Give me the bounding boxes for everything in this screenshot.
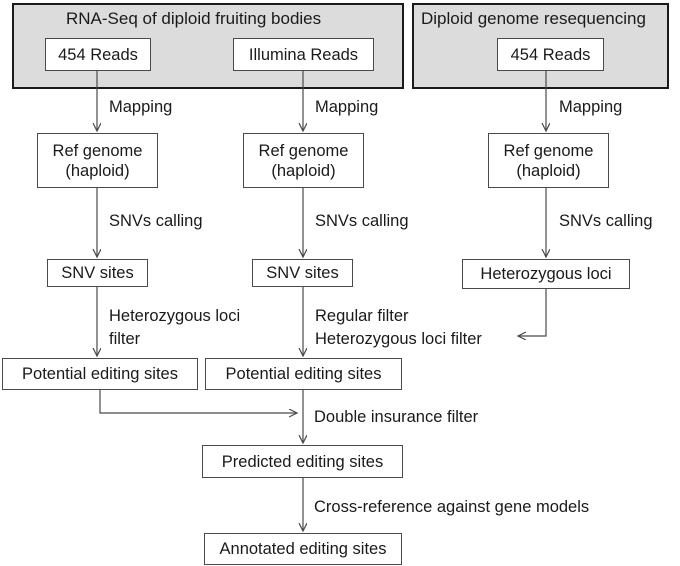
heterozygous-loci-box: Heterozygous loci — [462, 259, 630, 289]
snvs-calling-label-3: SNVs calling — [559, 212, 653, 230]
resequencing-group-title: Diploid genome resequencing — [421, 9, 646, 28]
ref-genome-sub-2: (haploid) — [271, 161, 336, 180]
mapping-label-2: Mapping — [315, 98, 379, 116]
reads-illumina-box: Illumina Reads — [233, 38, 374, 71]
ref-genome-box-3: Ref genome (haploid) — [488, 133, 609, 188]
double-insurance-filter-label: Double insurance filter — [314, 408, 479, 426]
reads-454-box-resequencing: 454 Reads — [497, 38, 604, 71]
cross-reference-label: Cross-reference against gene models — [314, 498, 590, 516]
potential-editing-sites-box-1: Potential editing sites — [2, 358, 198, 390]
ref-genome-label-3: Ref genome — [503, 141, 594, 160]
ref-genome-label-2: Ref genome — [258, 141, 349, 160]
het-loci-filter-label-full: Heterozygous loci filter — [315, 330, 482, 348]
ref-genome-box-1: Ref genome (haploid) — [37, 133, 158, 188]
ref-genome-sub-1: (haploid) — [65, 161, 130, 180]
arrow-het-to-filter — [518, 289, 547, 336]
reads-454-box-rnaseq: 454 Reads — [45, 38, 151, 71]
snvs-calling-label-2: SNVs calling — [315, 212, 409, 230]
annotated-editing-sites-box: Annotated editing sites — [204, 533, 402, 565]
rnaseq-group-title: RNA-Seq of diploid fruiting bodies — [66, 9, 322, 28]
mapping-label-1: Mapping — [109, 98, 173, 116]
het-loci-filter-label-line2: filter — [109, 330, 141, 348]
mapping-label-3: Mapping — [559, 98, 623, 116]
line-potential1-to-merge — [99, 390, 297, 413]
ref-genome-sub-3: (haploid) — [516, 161, 581, 180]
ref-genome-box-2: Ref genome (haploid) — [243, 133, 364, 188]
predicted-editing-sites-box: Predicted editing sites — [202, 445, 403, 478]
snv-sites-box-2: SNV sites — [252, 259, 353, 287]
potential-editing-sites-box-2: Potential editing sites — [205, 358, 402, 390]
snvs-calling-label-1: SNVs calling — [109, 212, 203, 230]
ref-genome-label-1: Ref genome — [52, 141, 143, 160]
het-loci-filter-label-line1: Heterozygous loci — [109, 307, 241, 325]
snv-sites-box-1: SNV sites — [47, 259, 148, 287]
regular-filter-label: Regular filter — [315, 307, 409, 325]
